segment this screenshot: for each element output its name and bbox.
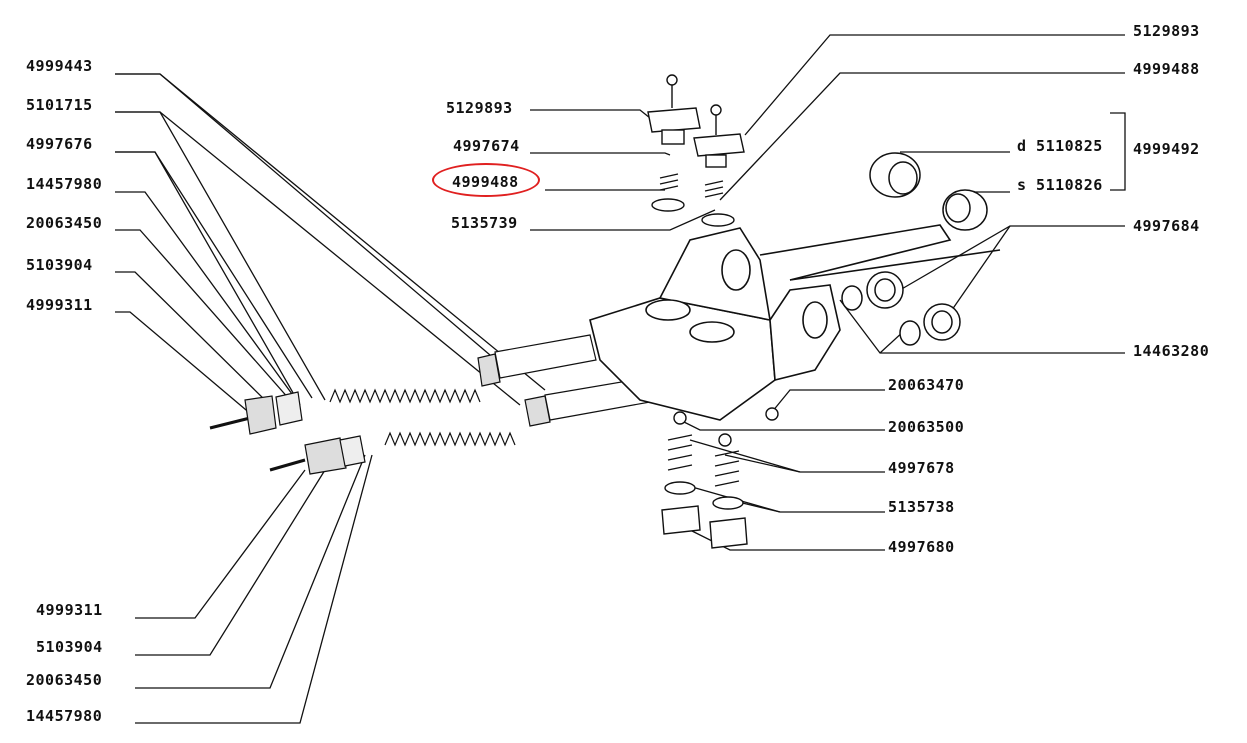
cable-assembly-lower [269, 377, 651, 475]
valve-body [589, 224, 1001, 421]
part-label-4997676: 4997676 [26, 135, 93, 153]
part-label-20063450-lower: 20063450 [26, 671, 103, 689]
part-label-14463280: 14463280 [1133, 342, 1210, 360]
part-label-4999488-right: 4999488 [1133, 60, 1200, 78]
part-label-20063470: 20063470 [888, 376, 965, 394]
part-label-14457980-lower: 14457980 [26, 707, 103, 725]
part-label-5103904: 5103904 [26, 256, 93, 274]
part-label-5110825: d 5110825 [1017, 137, 1103, 155]
part-label-5129893-right: 5129893 [1133, 22, 1200, 40]
part-label-5135739: 5135739 [451, 214, 518, 232]
part-label-4999443: 4999443 [26, 57, 93, 75]
part-label-5135738: 5135738 [888, 498, 955, 516]
leader-lines [115, 34, 1126, 724]
bushings [841, 152, 988, 346]
part-label-4997680: 4997680 [888, 538, 955, 556]
part-label-5103904-lower: 5103904 [36, 638, 103, 656]
part-label-4997684: 4997684 [1133, 217, 1200, 235]
part-label-5101715: 5101715 [26, 96, 93, 114]
cable-assembly-upper [209, 334, 597, 435]
part-label-5110826: s 5110826 [1017, 176, 1103, 194]
highlight-circle [432, 163, 540, 197]
part-label-20063450: 20063450 [26, 214, 103, 232]
part-label-4999311-lower: 4999311 [36, 601, 103, 619]
part-label-4997678: 4997678 [888, 459, 955, 477]
bottom-springs [661, 407, 779, 549]
part-label-14457980: 14457980 [26, 175, 103, 193]
part-label-5129893: 5129893 [446, 99, 513, 117]
part-label-4999311: 4999311 [26, 296, 93, 314]
bleed-screws-top [647, 74, 745, 227]
part-label-20063500: 20063500 [888, 418, 965, 436]
part-label-4997674: 4997674 [453, 137, 520, 155]
part-label-4999492: 4999492 [1133, 140, 1200, 158]
